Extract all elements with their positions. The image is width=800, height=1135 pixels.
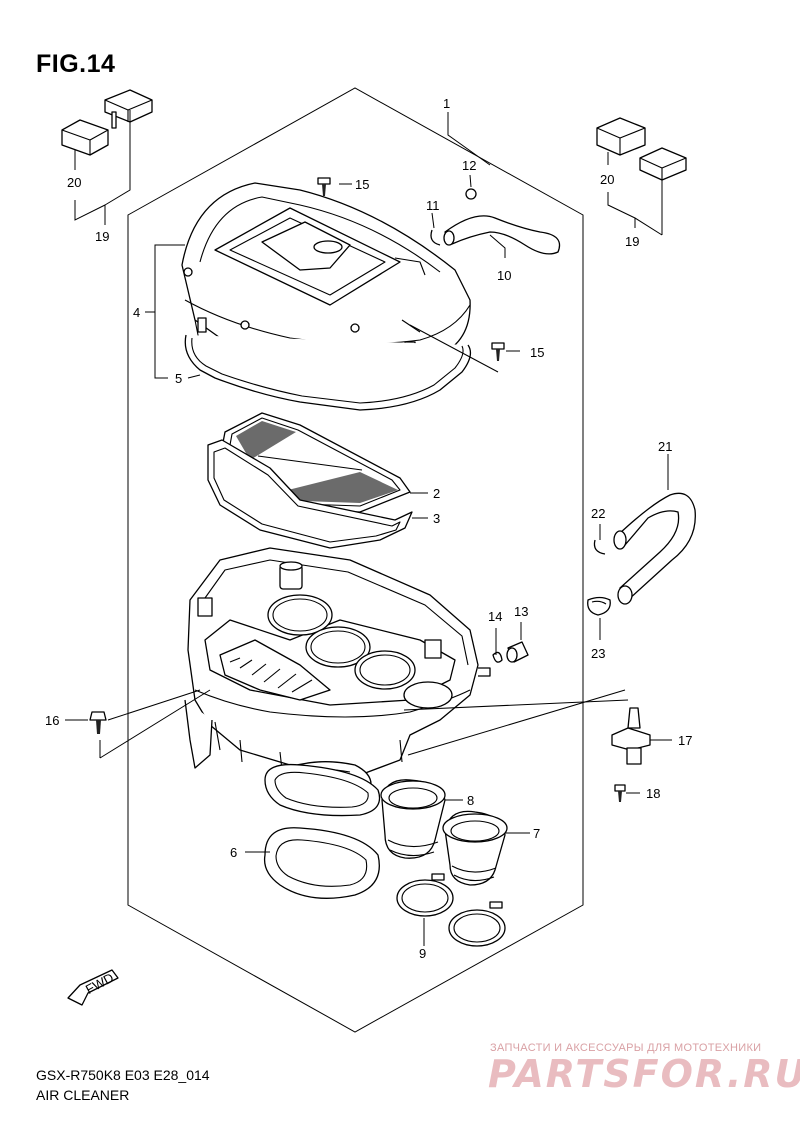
callout-7: 7 — [533, 826, 540, 841]
callout-3: 3 — [433, 511, 440, 526]
callout-9: 9 — [419, 946, 426, 961]
callout-13: 13 — [514, 604, 528, 619]
figure-title: FIG.14 — [36, 50, 116, 78]
callout-6: 6 — [230, 845, 237, 860]
callout-2: 2 — [433, 486, 440, 501]
hose-clamps — [396, 873, 506, 947]
callout-18: 18 — [646, 786, 660, 801]
callout-17: 17 — [678, 733, 692, 748]
callout-12: 12 — [462, 158, 476, 173]
model-code: GSX-R750K8 E03 E28_014 — [36, 1067, 210, 1083]
breather-hose — [430, 188, 561, 255]
connector-set-left — [61, 89, 153, 156]
intake-funnel-7 — [442, 810, 508, 886]
intake-funnel-8 — [380, 779, 446, 859]
inlet-seal — [263, 763, 381, 899]
cap-and-clip — [492, 641, 529, 663]
assembly-frame — [127, 87, 584, 1033]
callout-20b: 20 — [600, 172, 614, 187]
callout-14: 14 — [488, 609, 502, 624]
crankcase-breather-hose — [587, 492, 696, 616]
callout-15a: 15 — [355, 177, 369, 192]
callout-22: 22 — [591, 506, 605, 521]
callout-numbers: 1 2 3 4 5 6 7 8 9 10 11 12 13 14 15 15 1… — [45, 96, 692, 961]
screws-15 — [317, 177, 505, 361]
forward-direction-arrow — [67, 969, 119, 1006]
callout-19a: 19 — [95, 229, 109, 244]
callout-23: 23 — [591, 646, 605, 661]
callout-11: 11 — [426, 198, 440, 213]
callout-20a: 20 — [67, 175, 81, 190]
callout-19b: 19 — [625, 234, 639, 249]
callout-21: 21 — [658, 439, 672, 454]
callout-8: 8 — [467, 793, 474, 808]
filter-gasket — [207, 439, 413, 549]
air-cleaner-case — [184, 547, 491, 800]
fwd-label: FWD — [83, 970, 116, 997]
intake-air-temp-sensor — [611, 707, 651, 802]
watermark-brand: PARTSFOR.RU — [488, 1052, 800, 1096]
callout-15b: 15 — [530, 345, 544, 360]
section-name: AIR CLEANER — [36, 1087, 130, 1103]
leader-lines — [65, 110, 672, 946]
callout-16: 16 — [45, 713, 59, 728]
callout-5: 5 — [175, 371, 182, 386]
cap-seal-gasket — [184, 334, 472, 411]
bolt-16 — [89, 711, 107, 734]
connector-set-right — [596, 117, 687, 181]
callout-1: 1 — [443, 96, 450, 111]
callout-4: 4 — [133, 305, 140, 320]
watermark-tagline: ЗАПЧАСТИ И АКСЕССУАРЫ ДЛЯ МОТОТЕХНИКИ — [490, 1042, 762, 1054]
callout-10: 10 — [497, 268, 511, 283]
